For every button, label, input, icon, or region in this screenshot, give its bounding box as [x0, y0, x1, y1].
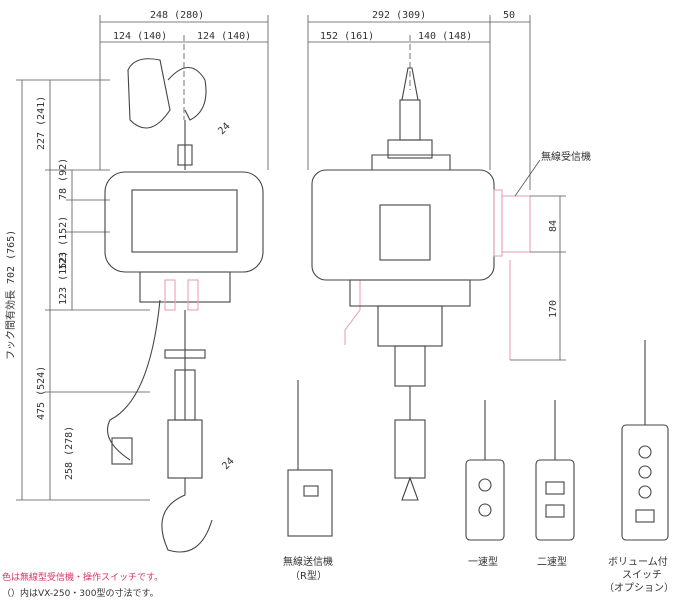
- dim-side-width: 292 (309): [372, 10, 426, 21]
- label-transmitter-2: （R型）: [290, 569, 327, 582]
- front-view-hoist: [104, 58, 264, 553]
- dim-right-half: 124 (140): [197, 31, 251, 42]
- pendant-two-speed: [535, 400, 575, 541]
- dim-top-width: 248 (280): [150, 10, 204, 21]
- dim-side-right: 140 (148): [418, 31, 472, 42]
- dim-123: 123 (152): [58, 251, 69, 305]
- top-left-dimensions: [99, 15, 269, 170]
- label-one-speed: 一速型: [468, 555, 498, 568]
- label-volume-3: （オプション）: [604, 582, 674, 594]
- dim-170: 170: [548, 300, 559, 318]
- note-line-1: 色は無線型受信機・操作スイッチです。: [2, 571, 163, 583]
- dim-152: 123 (152): [58, 216, 69, 270]
- dim-receiver-offset: 50: [503, 10, 515, 21]
- left-vertical-dimensions: [16, 79, 150, 501]
- pendant-one-speed: [465, 400, 505, 541]
- label-transmitter-1: 無線送信機: [283, 555, 333, 568]
- dim-total-length: フック間有効長 702 (765): [4, 230, 17, 360]
- dim-hook-bottom: 24: [220, 456, 236, 472]
- side-view-hoist: [311, 67, 531, 501]
- label-volume-2: スイッチ: [622, 569, 662, 581]
- dim-84: 84: [548, 220, 559, 232]
- dim-side-left: 152 (161): [320, 31, 374, 42]
- top-right-dimensions: [307, 15, 531, 190]
- dim-227: 227 (241): [36, 96, 47, 150]
- dim-78: 78 (92): [58, 158, 69, 200]
- label-two-speed: 二速型: [537, 555, 567, 568]
- dim-left-half: 124 (140): [113, 31, 167, 42]
- pendant-volume: [621, 340, 669, 541]
- label-receiver: 無線受信機: [541, 150, 591, 163]
- label-volume-1: ボリューム付: [608, 555, 668, 568]
- side-right-dimensions: [510, 159, 566, 361]
- dim-258: 258 (278): [64, 426, 75, 480]
- dim-475: 475 (524): [36, 366, 47, 420]
- dim-hook-top: 24: [216, 121, 232, 137]
- wireless-transmitter: [287, 380, 333, 537]
- note-line-2: （）内はVX-250・300型の寸法です。: [2, 587, 159, 599]
